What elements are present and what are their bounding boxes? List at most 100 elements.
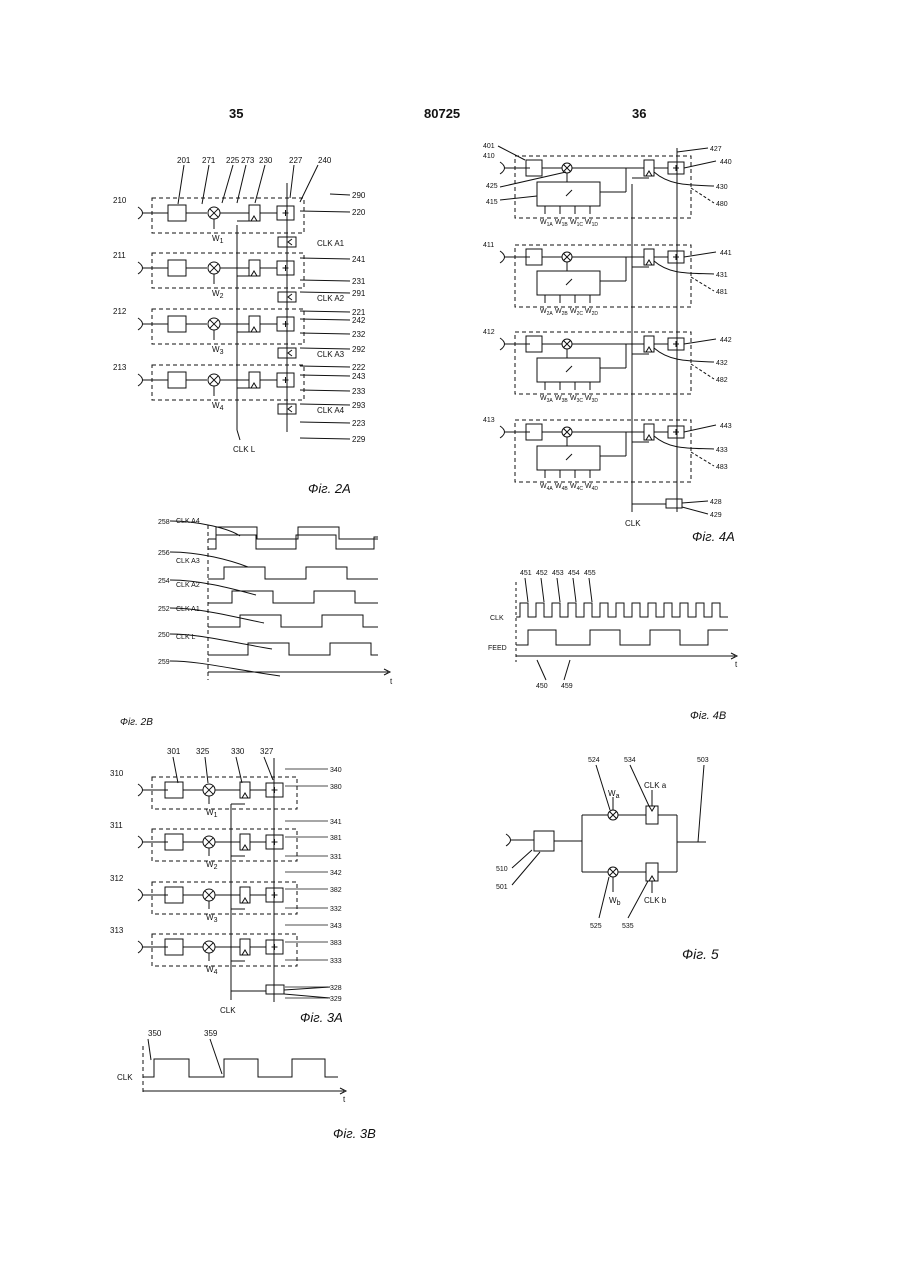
ref-label: 301	[167, 747, 181, 756]
weight-label: W4D	[585, 483, 598, 492]
ref-label: 425	[486, 183, 498, 190]
ref-label: 501	[496, 884, 508, 891]
ref-label: 340	[330, 767, 342, 774]
ref-label: 227	[289, 156, 303, 165]
ref-label: 450	[536, 683, 548, 690]
signal-waveform	[208, 591, 378, 603]
fig4a-diagram: 410W1AW1BW1CW1D440430480411W2AW2BW2CW2D4…	[483, 143, 732, 528]
ref-label: 273	[241, 156, 255, 165]
weight-label: W2A	[540, 308, 553, 317]
ref-label: 252	[158, 606, 170, 613]
dashed-module-box	[515, 420, 691, 482]
ref-label: 213	[113, 363, 127, 372]
input-arrow	[138, 207, 168, 219]
dashed-module-box	[515, 332, 691, 394]
clk-b-label: CLK b	[644, 896, 667, 905]
ref-label: 293	[352, 401, 366, 410]
input-arrow	[138, 374, 168, 386]
weight-label: W4C	[570, 483, 583, 492]
ref-label: 415	[486, 199, 498, 206]
weight-label: W1D	[585, 219, 598, 228]
register-block	[249, 205, 260, 221]
clk-label: CLK	[220, 1006, 236, 1015]
ref-label: 412	[483, 329, 495, 336]
weight-label: W1B	[555, 219, 568, 228]
ref-label: 256	[158, 550, 170, 557]
ref-label: 341	[330, 819, 342, 826]
feed-waveform	[516, 630, 728, 645]
fig3a-diagram: 310W1311W2312W3313W4 CLK 301 325 330 327…	[110, 747, 342, 1015]
ref-label: CLK A3	[176, 558, 200, 565]
ref-label: 451	[520, 570, 532, 577]
ref-label: 483	[716, 464, 728, 471]
clk-label: CLK	[625, 519, 641, 528]
register-block	[249, 260, 260, 276]
register-block	[644, 249, 654, 265]
ref-label: 325	[196, 747, 210, 756]
weight-label: W4	[212, 401, 224, 412]
clk-label: CLK A1	[317, 239, 345, 248]
signal-waveform	[208, 567, 378, 579]
input-arrow	[138, 889, 168, 901]
ref-label: 432	[716, 360, 728, 367]
ref-label: 240	[318, 156, 332, 165]
ref-label: 343	[330, 923, 342, 930]
ref-label: 535	[622, 923, 634, 930]
fig2a-diagram: 210W1CLK A1211W2CLK A2212W3CLK A3213W4CL…	[113, 156, 366, 454]
weight-label: W1	[206, 808, 218, 819]
weight-label: W2	[212, 289, 224, 300]
ref-label: 441	[720, 250, 732, 257]
ref-label: 455	[584, 570, 596, 577]
signal-waveform	[208, 643, 378, 655]
ref-label: 212	[113, 307, 127, 316]
ref-label: 201	[177, 156, 191, 165]
clk-label: CLK	[117, 1073, 133, 1082]
ref-label: 433	[716, 447, 728, 454]
dashed-module-box	[515, 156, 691, 218]
weight-label: W2C	[570, 308, 583, 317]
clk-label: CLK A2	[317, 294, 345, 303]
ref-label: 482	[716, 377, 728, 384]
weight-label: W3D	[585, 395, 598, 404]
ref-label: 427	[710, 146, 722, 153]
ref-label: 258	[158, 519, 170, 526]
ref-label: 452	[536, 570, 548, 577]
ref-label: 222	[352, 363, 366, 372]
dashed-module-box	[515, 245, 691, 307]
weight-label: W3A	[540, 395, 553, 404]
ref-label: 220	[352, 208, 366, 217]
register-block	[644, 336, 654, 352]
ref-label: 243	[352, 372, 366, 381]
ref-label: 524	[588, 757, 600, 764]
ref-label: 525	[590, 923, 602, 930]
ref-label: CLK A2	[176, 582, 200, 589]
ref-label: 242	[352, 316, 366, 325]
ref-label: 330	[231, 747, 245, 756]
ref-label: 231	[352, 277, 366, 286]
signal-label: FEED	[488, 645, 507, 652]
ref-label: 259	[158, 659, 170, 666]
register-block	[240, 782, 250, 798]
ref-label: 380	[330, 784, 342, 791]
ref-label: 311	[110, 821, 123, 830]
weight-label: W4A	[540, 483, 553, 492]
ref-label: 381	[330, 835, 342, 842]
delay-block	[168, 316, 186, 332]
clk-a-label: CLK a	[644, 781, 667, 790]
ref-label: 440	[720, 159, 732, 166]
ref-label: 503	[697, 757, 709, 764]
ref-label: 250	[158, 632, 170, 639]
ref-label: 327	[260, 747, 274, 756]
ref-label: 210	[113, 196, 127, 205]
ref-label: 313	[110, 926, 124, 935]
ref-label: 310	[110, 769, 124, 778]
ref-label: 481	[716, 289, 728, 296]
ref-label: 225	[226, 156, 240, 165]
register-block	[644, 160, 654, 176]
ref-label: 443	[720, 423, 732, 430]
fig5-diagram: 524 534 503 510 501 525 535 Wa CLK a Wb …	[496, 757, 709, 930]
ref-label: 331	[330, 854, 342, 861]
register-block	[249, 316, 260, 332]
ref-label: 229	[352, 435, 366, 444]
